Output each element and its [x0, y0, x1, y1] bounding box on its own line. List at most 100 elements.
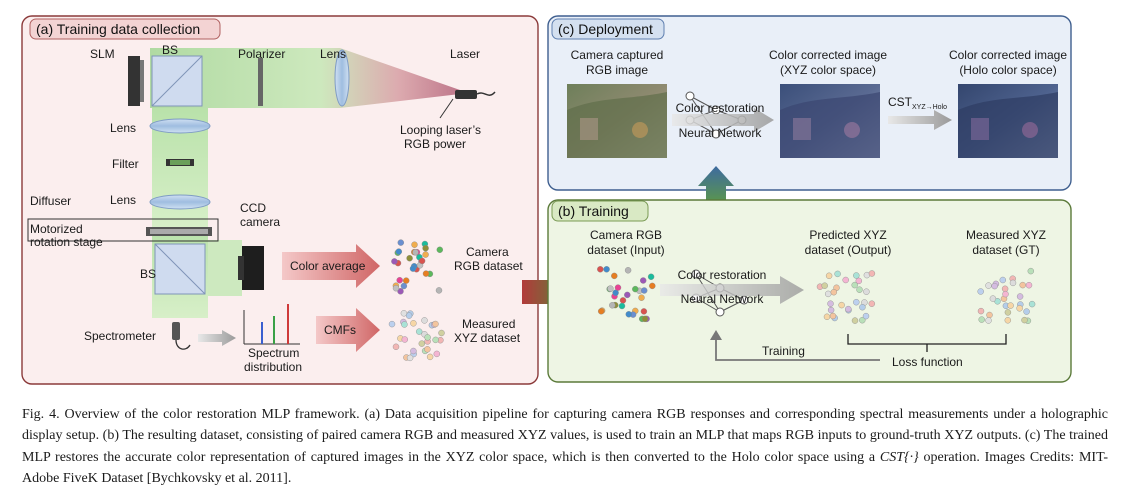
scatter-dot: [1016, 305, 1023, 312]
scatter-dot: [999, 276, 1006, 284]
scatter-dot: [1007, 302, 1014, 309]
nn-b-label-2: Neural Network: [681, 292, 765, 306]
scatter-dot: [411, 241, 418, 248]
scatter-dot: [838, 301, 845, 309]
camera-rgb-label-1: Camera: [466, 245, 509, 259]
scatter-dot: [859, 304, 866, 311]
scatter-dot: [1021, 316, 1028, 324]
input-dot-cloud: [597, 266, 656, 323]
scatter-dot: [823, 313, 831, 320]
scatter-dot: [598, 308, 605, 315]
scatter-dot: [624, 291, 631, 299]
bs-bottom-label: BS: [140, 267, 156, 281]
scatter-dot: [426, 353, 434, 361]
scatter-dot: [827, 300, 834, 307]
scatter-dot: [977, 307, 985, 315]
panel-b: (b) Training Camera RGB dataset (Input) …: [547, 199, 1072, 383]
panel-b-title: (b) Training: [558, 203, 629, 219]
scatter-dot: [397, 288, 404, 295]
scatter-dot: [1027, 267, 1035, 275]
scatter-dot: [392, 285, 400, 292]
scatter-dot: [388, 320, 396, 328]
scatter-dot: [859, 317, 866, 324]
scatter-dot: [1009, 279, 1017, 287]
scatter-dot: [405, 312, 413, 319]
scatter-dot: [433, 350, 440, 358]
color-average-arrow: [282, 244, 380, 288]
panel-a: (a) Training data collection SLM BS Pola…: [21, 15, 539, 385]
scatter-dot: [853, 299, 860, 306]
scatter-dot: [1016, 293, 1024, 300]
camera-rgb-dot-cloud: [391, 239, 443, 295]
scatter-dot: [829, 312, 837, 320]
panel-b-frame: [547, 199, 1072, 383]
polarizer-device: [258, 58, 263, 106]
beam-to-ccd: [208, 240, 242, 296]
scatter-dot: [868, 300, 875, 307]
lens-middle: [149, 194, 211, 210]
slm-device: [128, 56, 140, 106]
scatter-dot: [607, 285, 614, 292]
polarizer-label: Polarizer: [238, 47, 285, 61]
measured-xyz-dot-cloud: [388, 310, 445, 362]
scatter-dot: [991, 282, 998, 290]
scatter-dot: [614, 284, 622, 291]
spectrum-plot: [243, 304, 300, 345]
laser-label: Laser: [450, 47, 480, 61]
scatter-dot: [1023, 308, 1030, 315]
lens-upper: [149, 118, 211, 134]
pred-dataset-label-2: dataset (Output): [805, 243, 892, 257]
captured-label-1: Camera captured: [571, 48, 664, 62]
scatter-dot: [436, 246, 443, 254]
scatter-dot: [989, 295, 997, 302]
scatter-dot: [424, 346, 431, 353]
ground-truth-dot-cloud: [977, 267, 1036, 324]
scatter-dot: [432, 320, 439, 328]
xyz-image-label-2: (XYZ color space): [780, 63, 876, 77]
scatter-dot: [977, 288, 984, 295]
spectrum-label-2: distribution: [244, 360, 302, 374]
panel-c-title: (c) Deployment: [558, 21, 653, 37]
scatter-dot: [638, 294, 645, 301]
motorized-label-1: Motorized: [30, 222, 83, 236]
scatter-dot: [855, 277, 862, 285]
measured-label-2: XYZ dataset: [454, 331, 521, 345]
spectrometer-label: Spectrometer: [84, 329, 156, 343]
color-average-label: Color average: [290, 259, 366, 273]
ccd-camera: [242, 246, 264, 290]
diffuser-label: Diffuser: [30, 194, 71, 208]
lens-upper-label: Lens: [110, 121, 136, 135]
svg-text:CSTXYZ→Holo: CSTXYZ→Holo: [888, 95, 947, 111]
lens-top-label: Lens: [320, 47, 346, 61]
holo-image-label-2: (Holo color space): [959, 63, 1056, 77]
scatter-dot: [397, 239, 404, 246]
scatter-dot: [985, 317, 992, 324]
scatter-dot: [422, 244, 429, 252]
scatter-dot: [392, 343, 400, 350]
scatter-dot: [842, 276, 849, 284]
scatter-dot: [435, 287, 443, 294]
scatter-dot: [985, 282, 992, 289]
scatter-dot: [396, 277, 403, 284]
nn-c-label-2: Neural Network: [679, 126, 763, 140]
framework-figure: (a) Training data collection SLM BS Pola…: [21, 15, 1072, 385]
scatter-dot: [612, 289, 619, 296]
gt-dataset-label-1: Measured XYZ: [966, 228, 1046, 242]
scatter-dot: [609, 302, 616, 309]
scatter-dot: [978, 316, 985, 323]
scatter-dot: [438, 329, 445, 337]
input-dataset-label-1: Camera RGB: [590, 228, 662, 242]
scatter-dot: [625, 311, 632, 318]
scatter-dot: [851, 317, 859, 324]
scatter-dot: [1019, 281, 1026, 289]
scatter-dot: [825, 290, 832, 298]
pred-dataset-label-1: Predicted XYZ: [809, 228, 886, 242]
gt-dataset-label-2: dataset (GT): [972, 243, 1039, 257]
scatter-dot: [401, 336, 408, 343]
xyz-corrected-image: [780, 84, 880, 158]
scatter-dot: [400, 282, 408, 290]
scatter-dot: [603, 266, 610, 273]
scatter-dot: [1025, 282, 1033, 289]
diffuser-device: [150, 229, 208, 234]
scatter-dot: [986, 311, 993, 319]
